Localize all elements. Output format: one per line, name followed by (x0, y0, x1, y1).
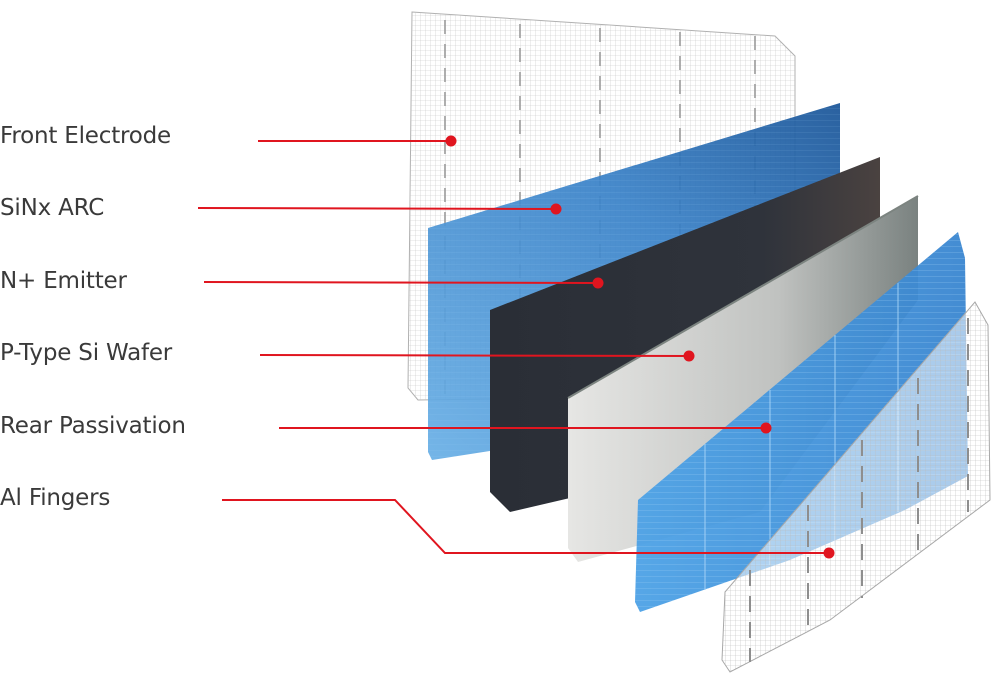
al-fingers-layer (721, 301, 991, 673)
leader-n-emitter (203, 277, 604, 289)
leader-lines (197, 135, 835, 559)
label-sinx-arc: SiNx ARC (0, 195, 105, 221)
p-type-wafer-layer (567, 195, 919, 562)
label-front-electrode: Front Electrode (0, 123, 171, 149)
label-n-emitter: N+ Emitter (0, 268, 127, 294)
label-al-fingers: Al Fingers (0, 485, 111, 511)
leader-sinx-arc (197, 203, 562, 215)
leader-p-type-wafer (259, 350, 695, 362)
leader-rear-passivation (279, 422, 772, 434)
leader-al-fingers (222, 499, 835, 559)
label-rear-passivation: Rear Passivation (0, 413, 186, 439)
label-p-type-wafer: P-Type Si Wafer (0, 340, 173, 366)
leader-front-electrode (258, 135, 457, 147)
